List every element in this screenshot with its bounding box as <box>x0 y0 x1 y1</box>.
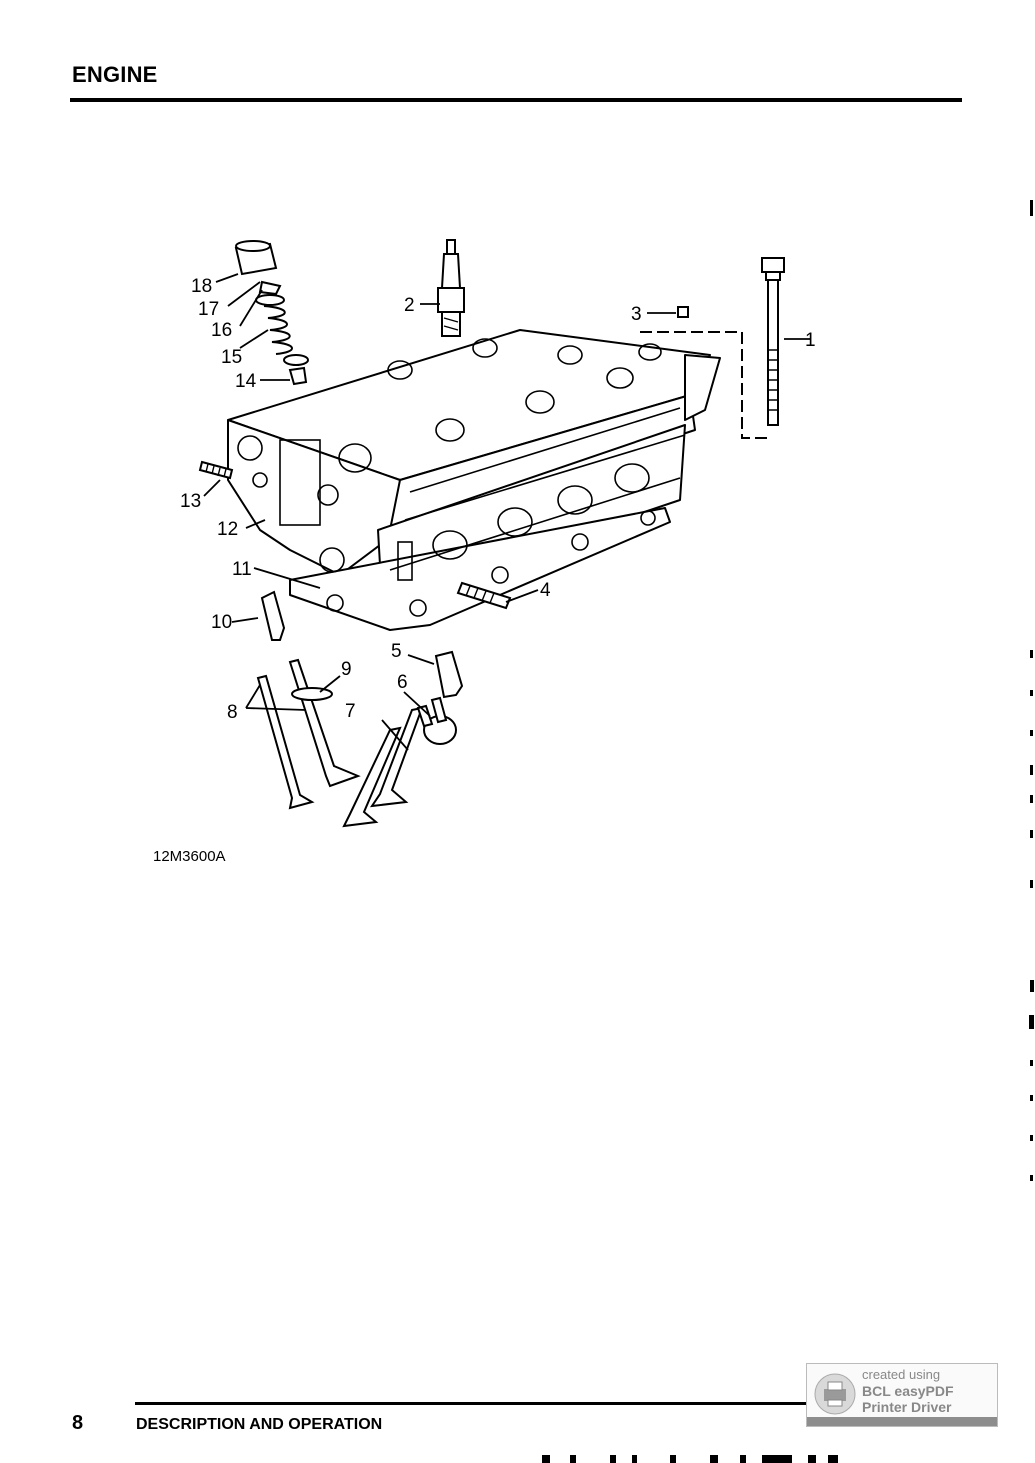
callout-14: 14 <box>235 371 257 392</box>
right-edge-scan-marks <box>1029 200 1034 1181</box>
page-header-title: ENGINE <box>72 62 158 87</box>
page-number: 8 <box>72 1412 84 1434</box>
watermark-line-1: created using <box>862 1367 941 1382</box>
cylinder-head-exploded-diagram: 1 2 3 4 5 6 7 8 9 10 11 12 13 14 15 16 1… <box>180 239 816 828</box>
callout-7: 7 <box>345 701 356 722</box>
printer-icon <box>814 1373 856 1415</box>
callout-3: 3 <box>631 304 642 325</box>
callout-2: 2 <box>404 295 415 316</box>
part-spark-plug <box>437 239 465 337</box>
bottom-edge-scan-marks <box>542 1455 838 1463</box>
callout-17: 17 <box>198 299 219 320</box>
callout-1: 1 <box>805 330 816 351</box>
part-valve-guide-5 <box>434 650 464 699</box>
cylinder-head <box>227 329 721 631</box>
callout-18: 18 <box>191 276 212 297</box>
header-rule <box>70 98 962 102</box>
callout-11: 11 <box>232 559 252 580</box>
pdf-creator-watermark[interactable]: created using BCL easyPDF Printer Driver <box>806 1363 998 1427</box>
callout-6: 6 <box>397 672 408 693</box>
watermark-line-3: Printer Driver <box>862 1399 952 1415</box>
callout-15: 15 <box>221 347 242 368</box>
callout-9: 9 <box>341 659 352 680</box>
figure-code: 12M3600A <box>153 848 226 865</box>
callout-10: 10 <box>211 612 232 633</box>
callout-4: 4 <box>540 580 551 601</box>
callout-12: 12 <box>217 519 238 540</box>
part-valve-spring-assembly <box>234 240 309 386</box>
part-valves <box>256 658 457 828</box>
part-stud-13 <box>198 460 234 480</box>
callout-labels: 1 2 3 4 5 6 7 8 9 10 11 12 13 14 15 16 1… <box>180 276 816 723</box>
footer-rule <box>135 1402 820 1405</box>
footer-section-title: DESCRIPTION AND OPERATION <box>136 1416 383 1433</box>
callout-leader-lines <box>203 273 810 751</box>
watermark-bar <box>807 1417 997 1426</box>
callout-8: 8 <box>227 702 238 723</box>
callout-16: 16 <box>211 320 232 341</box>
watermark-line-2: BCL easyPDF <box>862 1383 954 1399</box>
callout-13: 13 <box>180 491 201 512</box>
cylinder-head-details <box>237 338 686 617</box>
part-cylinder-head-bolt <box>761 257 785 426</box>
bolt-leader-dashed <box>640 331 768 439</box>
callout-5: 5 <box>391 641 402 662</box>
part-nut <box>677 306 689 318</box>
part-stud-4 <box>456 581 512 610</box>
part-valve-guide-10 <box>260 590 286 641</box>
